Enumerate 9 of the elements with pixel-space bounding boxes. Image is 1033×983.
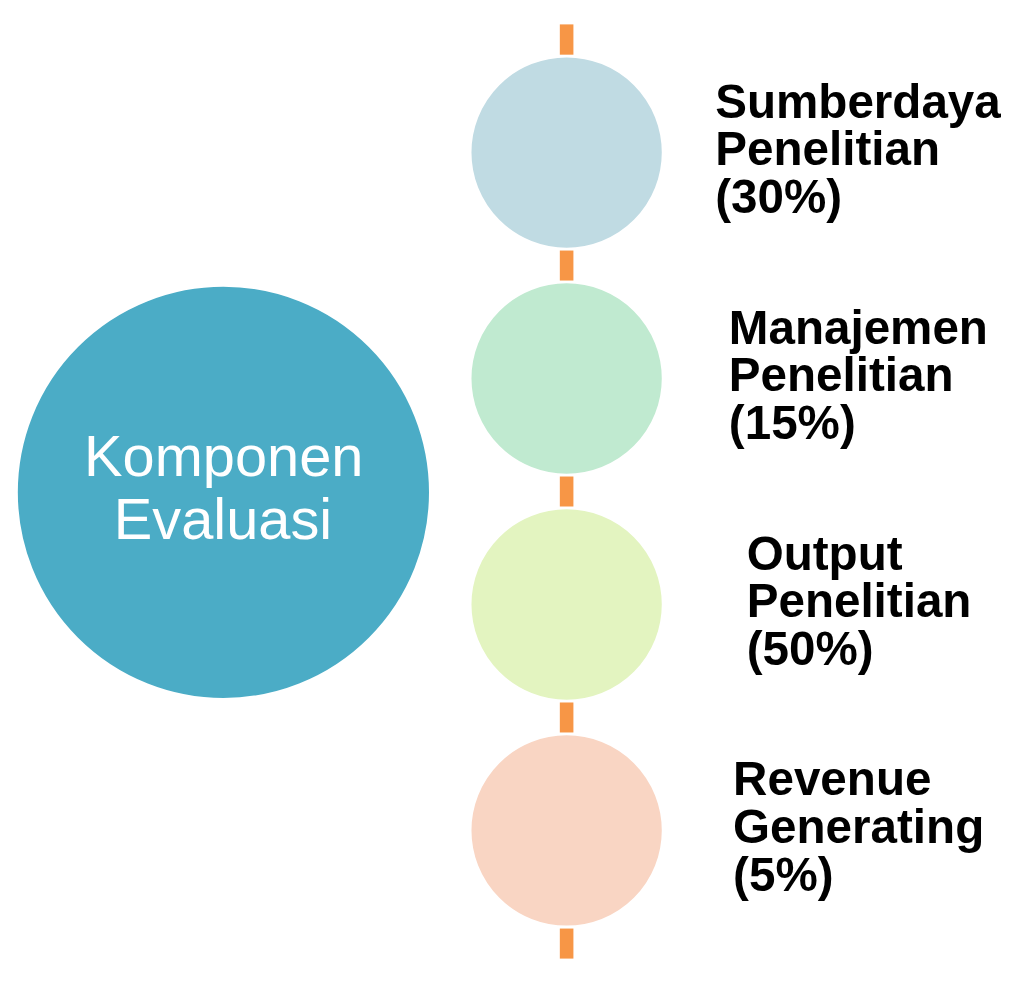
node-label: Sumberdaya Penelitian (30%) <box>715 74 1001 223</box>
connector <box>559 702 574 733</box>
node-label: Revenue Generating (5%) <box>733 752 985 901</box>
node-label: Output Penelitian (50%) <box>746 526 972 675</box>
node-label: Manajemen Penelitian (15%) <box>728 300 988 449</box>
connector <box>559 928 574 959</box>
connector <box>559 24 574 55</box>
connector <box>559 250 574 281</box>
connector <box>559 476 574 507</box>
